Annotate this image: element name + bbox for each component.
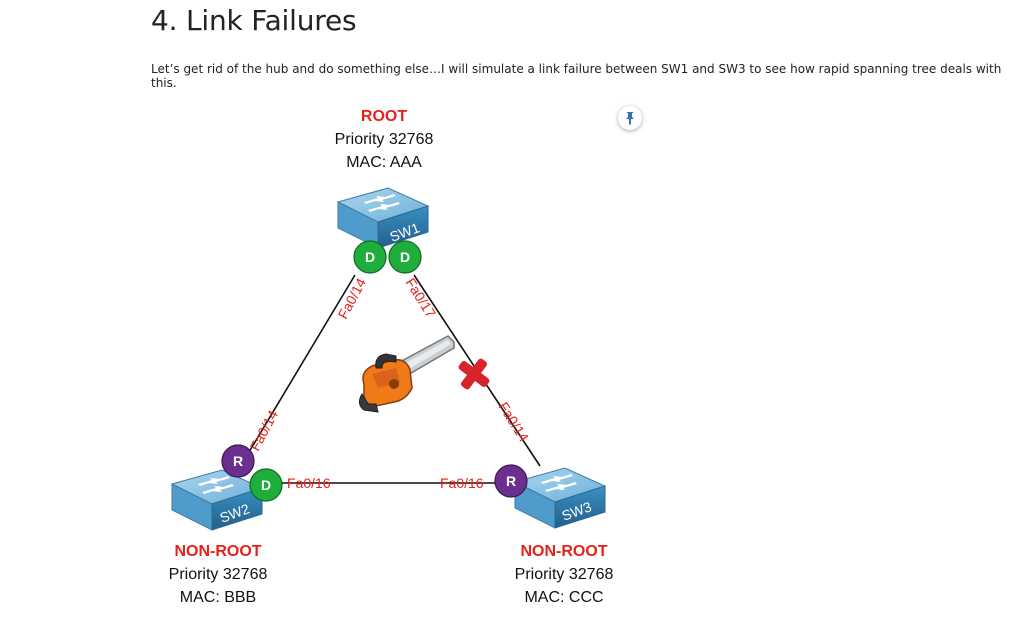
switch-sw2: SW2	[171, 469, 263, 531]
port-badge-sw2-top: R	[221, 444, 255, 478]
sw1-priority-label: Priority 32768	[335, 131, 434, 148]
sw1-role-label: ROOT	[361, 108, 407, 125]
sw2-priority-label: Priority 32768	[169, 566, 268, 583]
port-badge-sw3-left: R	[494, 464, 528, 498]
pin-icon	[626, 112, 634, 125]
sw1-mac-label: MAC: AAA	[346, 154, 422, 171]
sw2-role-label: NON-ROOT	[174, 543, 261, 560]
pin-button[interactable]	[618, 106, 642, 130]
port-badge-sw1-left: D	[353, 240, 387, 274]
page-heading: 4. Link Failures	[151, 4, 357, 37]
sw3-role-label: NON-ROOT	[520, 543, 607, 560]
port-label-sw3-left: Fa0/16	[440, 475, 484, 491]
sw3-mac-label: MAC: CCC	[524, 589, 603, 606]
svg-text:D: D	[365, 249, 375, 265]
svg-text:R: R	[233, 453, 243, 469]
port-label-sw1-left: Fa0/14	[335, 275, 370, 321]
port-badge-sw1-right: D	[388, 240, 422, 274]
port-label-sw2-right: Fa0/16	[287, 475, 331, 491]
chainsaw-icon	[358, 335, 455, 413]
switch-sw3: SW3	[514, 467, 606, 529]
port-label-sw2-top: Fa0/14	[247, 407, 282, 453]
intro-paragraph: Let’s get rid of the hub and do somethin…	[151, 62, 1002, 90]
svg-text:D: D	[261, 477, 271, 493]
port-badge-sw2-right: D	[249, 468, 283, 502]
link-sw1-sw2	[242, 274, 356, 463]
broken-link-x-icon	[458, 358, 490, 390]
switch-sw1: SW1	[337, 187, 429, 249]
svg-text:D: D	[400, 249, 410, 265]
sw3-priority-label: Priority 32768	[515, 566, 614, 583]
svg-text:R: R	[506, 473, 516, 489]
sw2-mac-label: MAC: BBB	[180, 589, 256, 606]
port-label-sw3-top: Fa0/14	[495, 399, 532, 445]
port-label-sw1-right: Fa0/17	[402, 275, 439, 321]
